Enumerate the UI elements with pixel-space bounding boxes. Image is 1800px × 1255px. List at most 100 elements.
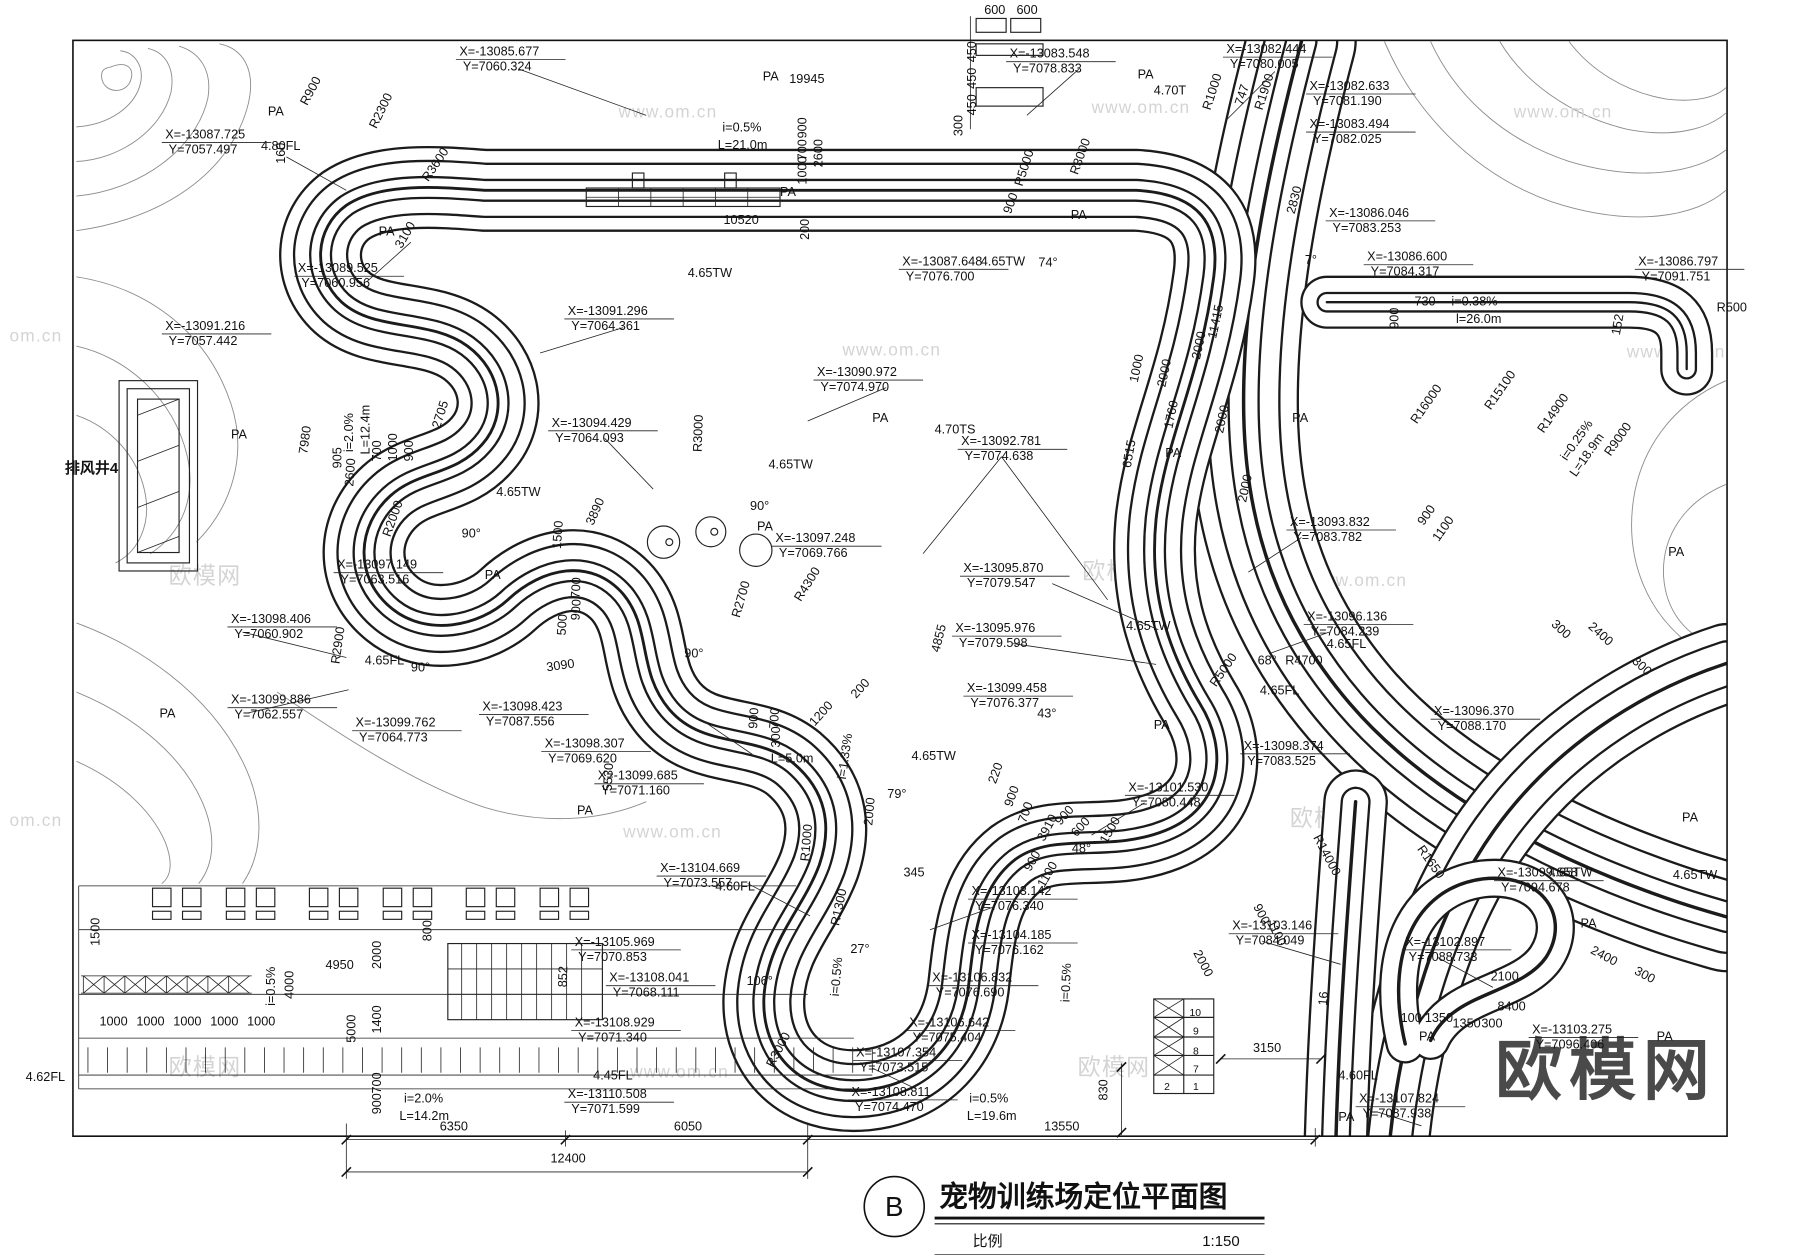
dim-label: 1500: [88, 918, 102, 946]
dim-label: 852: [556, 966, 571, 988]
dim-label: R1000: [1200, 72, 1225, 112]
svg-text:X=-13104.669: X=-13104.669: [660, 861, 740, 875]
svg-text:X=-13097.248: X=-13097.248: [775, 531, 855, 545]
dim-label: 200: [798, 219, 812, 240]
dim-label: 6350: [440, 1119, 468, 1133]
dim-label: i=0.5%: [828, 957, 845, 997]
dim-label: 8: [1193, 1046, 1199, 1057]
dim-label: 7980: [296, 425, 314, 455]
dim-label: 900: [370, 1093, 384, 1114]
svg-text:Y=7070.853: Y=7070.853: [578, 950, 647, 964]
dim-label: PA: [1138, 67, 1155, 81]
dim-label: 1350: [1425, 1011, 1453, 1025]
svg-text:X=-13099.762: X=-13099.762: [356, 716, 436, 730]
svg-text:Y=7079.598: Y=7079.598: [959, 636, 1028, 650]
dim-label: i=0.5%: [264, 967, 278, 1006]
dim-label: 1000: [386, 433, 400, 461]
svg-text:Y=7078.833: Y=7078.833: [1013, 62, 1082, 76]
svg-text:X=-13101.530: X=-13101.530: [1128, 780, 1208, 794]
svg-text:Y=7081.190: Y=7081.190: [1313, 94, 1382, 108]
dim-label: 1400: [370, 1005, 384, 1033]
dim-label: i=0.5%: [722, 120, 761, 134]
dim-label: 900: [568, 599, 583, 621]
dim-label: i=0.38%: [1451, 295, 1497, 309]
dim-label: 700: [370, 440, 384, 461]
dim-label: 1000: [173, 1014, 201, 1028]
dim-label: 4.65TW: [1548, 866, 1592, 880]
dim-label: PA: [379, 224, 396, 238]
svg-text:X=-13108.811: X=-13108.811: [852, 1085, 931, 1099]
svg-text:Y=7088.170: Y=7088.170: [1438, 719, 1507, 733]
dim-label: 13550: [1044, 1119, 1079, 1133]
dimension-lines: [341, 1053, 1327, 1179]
dim-label: 450: [965, 94, 979, 115]
bench-row: [151, 887, 590, 920]
svg-text:Y=7064.093: Y=7064.093: [555, 431, 624, 445]
detail-bubble-letter: B: [885, 1191, 903, 1222]
dim-label: 90°: [462, 527, 481, 541]
svg-text:Y=7074.638: Y=7074.638: [965, 449, 1034, 463]
watermark: www.om.cn: [618, 102, 718, 122]
svg-text:Y=7082.025: Y=7082.025: [1313, 132, 1382, 146]
dim-label: 1350: [1453, 1017, 1481, 1031]
dim-label: PA: [763, 70, 780, 84]
svg-text:Y=7069.620: Y=7069.620: [548, 751, 617, 765]
svg-text:Y=7071.599: Y=7071.599: [571, 1102, 640, 1116]
dim-label: 900: [1415, 502, 1439, 527]
dim-label: PA: [1338, 1110, 1355, 1124]
dim-label: 800: [421, 920, 435, 941]
dim-label: 4000: [282, 971, 296, 999]
dim-label: 2000: [861, 797, 877, 826]
dim-label: PA: [872, 411, 889, 425]
drawing-title: 宠物训练场定位平面图: [939, 1181, 1227, 1214]
svg-text:Y=7064.361: Y=7064.361: [571, 319, 640, 333]
dim-label: 4.65FL: [365, 653, 404, 667]
dim-label: 90°: [750, 499, 769, 513]
dim-label: PA: [1154, 718, 1171, 732]
dim-label: 900: [402, 440, 416, 461]
watermark: om.cn: [10, 325, 63, 345]
dim-label: 747: [1232, 83, 1252, 107]
dim-label: 2600: [342, 458, 358, 487]
svg-text:Y=7084.239: Y=7084.239: [1311, 625, 1380, 639]
dim-label: R14900: [1535, 391, 1572, 435]
dim-label: 700: [370, 1072, 384, 1093]
dim-label: 4.65TW: [912, 749, 956, 763]
dim-label: PA: [1668, 545, 1685, 559]
dim-label: 7: [1193, 1065, 1199, 1076]
dim-label: 2000: [1212, 404, 1232, 434]
dim-label: 1000: [99, 1014, 127, 1028]
dim-label: 600: [1017, 3, 1038, 17]
svg-text:Y=7073.557: Y=7073.557: [664, 876, 733, 890]
dim-label: 900: [1002, 784, 1022, 809]
dim-label: 152: [1609, 313, 1626, 336]
svg-text:X=-13099.886: X=-13099.886: [231, 693, 311, 707]
dim-label: 12400: [550, 1152, 585, 1166]
dim-label: 4.65TW: [496, 485, 540, 499]
dim-label: 160: [274, 143, 288, 164]
dim-label: 2000: [1155, 358, 1175, 388]
svg-text:X=-13106.832: X=-13106.832: [932, 971, 1012, 985]
detail-bubble: [863, 1175, 926, 1238]
svg-text:X=-13087.725: X=-13087.725: [165, 127, 245, 141]
dim-label: PA: [159, 706, 176, 720]
svg-text:X=-13103.146: X=-13103.146: [1232, 919, 1312, 933]
svg-text:X=-13098.423: X=-13098.423: [482, 700, 562, 714]
svg-text:X=-13107.354: X=-13107.354: [856, 1046, 936, 1060]
svg-text:Y=7094.678: Y=7094.678: [1501, 881, 1570, 895]
svg-text:X=-13086.046: X=-13086.046: [1329, 206, 1409, 220]
